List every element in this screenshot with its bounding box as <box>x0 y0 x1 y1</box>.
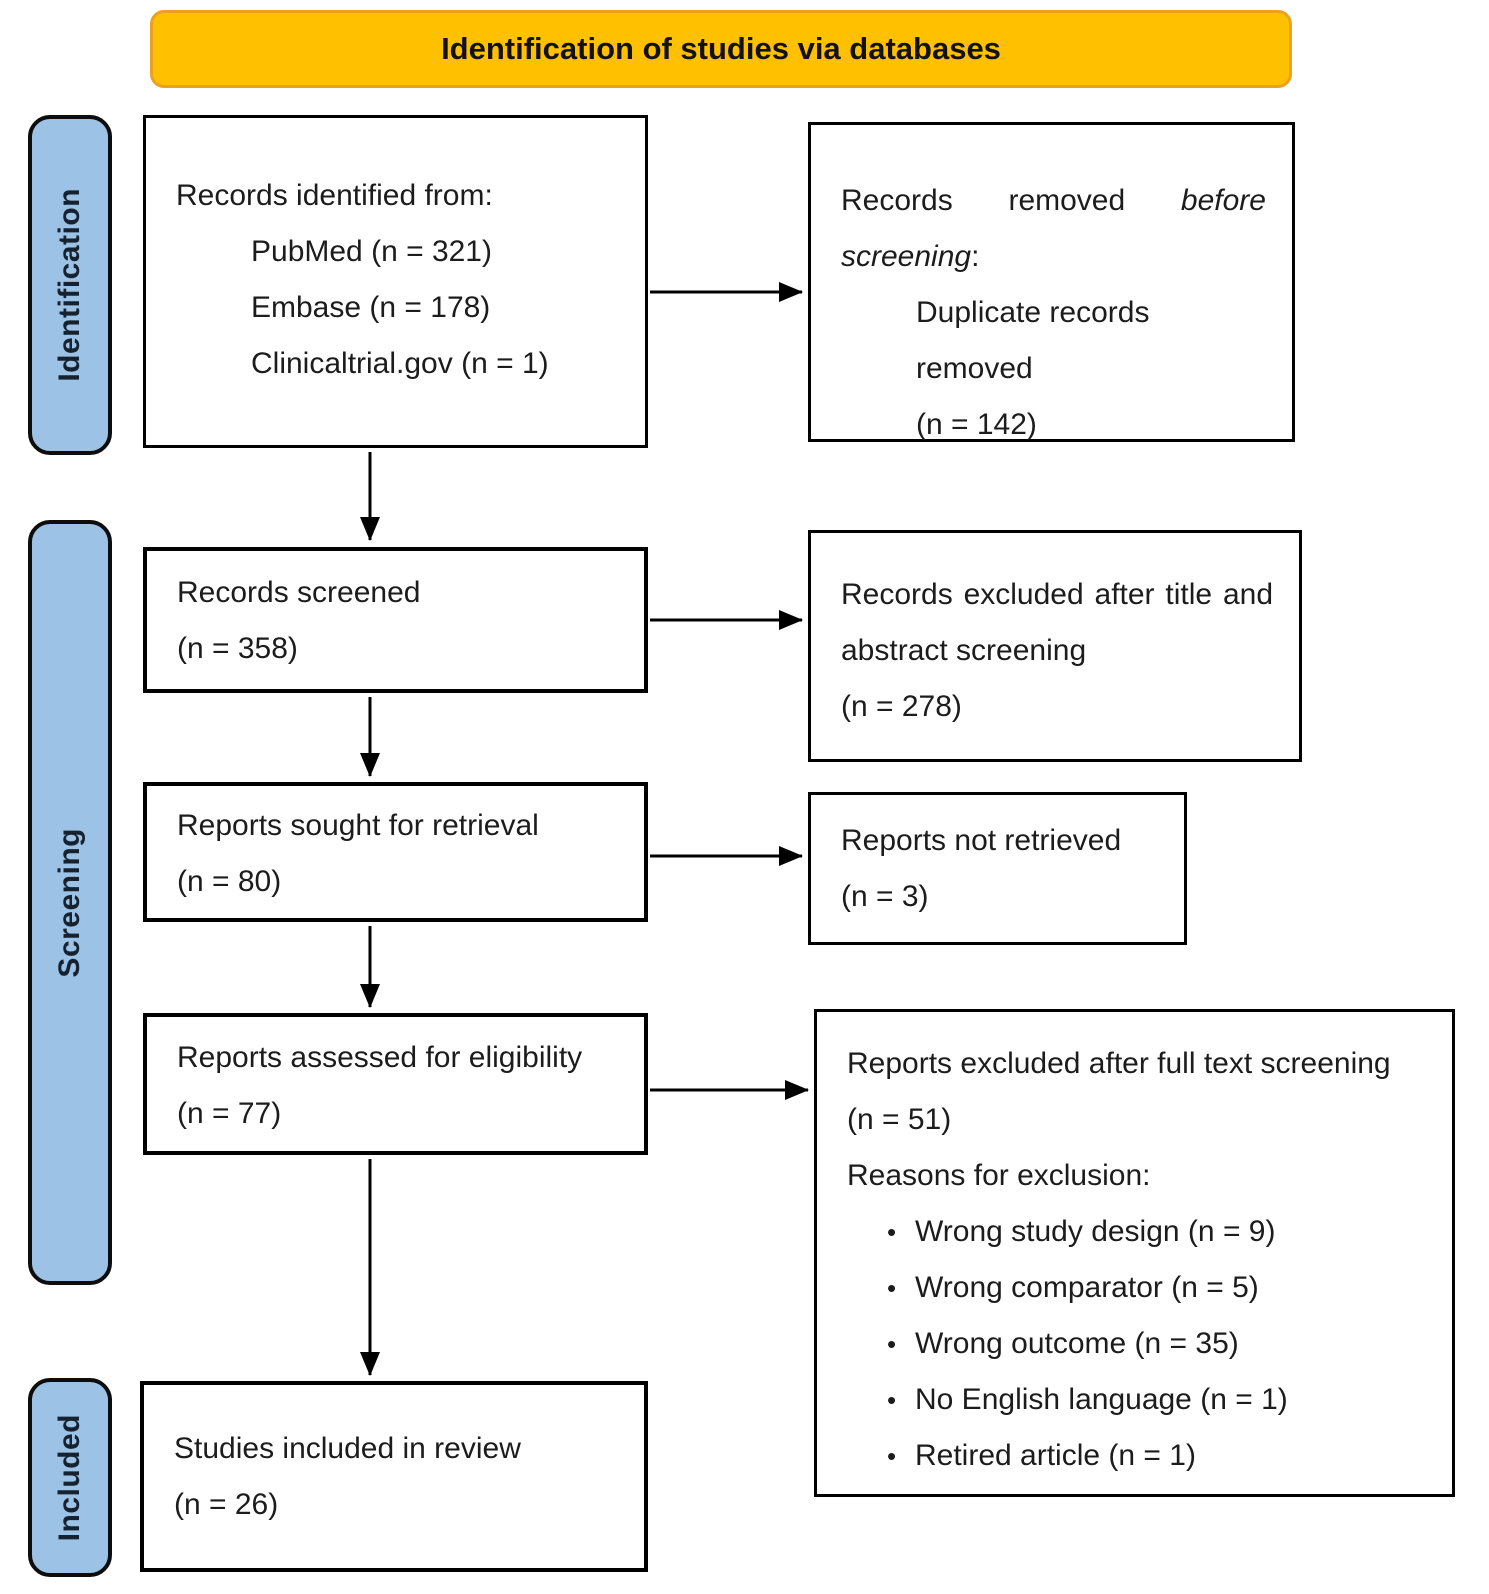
full-text-excluded-count: (n = 51) <box>847 1103 952 1136</box>
reports-not-retrieved-count: (n = 3) <box>841 880 929 913</box>
reports-sought-label: Reports sought for retrieval <box>177 809 539 842</box>
records-removed-colon: : <box>971 240 980 273</box>
studies-included-label: Studies included in review <box>174 1432 521 1465</box>
exclusion-reasons-list: Wrong study design (n = 9) Wrong compara… <box>847 1204 1426 1484</box>
source-embase: Embase (n = 178) <box>251 291 491 324</box>
box-reports-excluded-full-text: Reports excluded after full text screeni… <box>814 1009 1455 1497</box>
source-pubmed: PubMed (n = 321) <box>251 235 492 268</box>
records-removed-italic-screening: screening <box>841 240 972 273</box>
full-text-excluded-label: Reports excluded after full text screeni… <box>847 1047 1391 1080</box>
reasons-heading: Reasons for exclusion: <box>847 1159 1151 1192</box>
banner-title: Identification of studies via databases <box>150 10 1292 88</box>
records-identified-intro: Records identified from: <box>176 179 493 212</box>
records-removed-italic-before: before <box>1180 184 1266 217</box>
duplicates-removed-count: (n = 142) <box>916 408 1037 441</box>
records-screened-count: (n = 358) <box>177 632 298 665</box>
reports-sought-count: (n = 80) <box>177 865 282 898</box>
box-reports-not-retrieved: Reports not retrieved (n = 3) <box>808 792 1187 945</box>
records-removed-line2: screening: <box>841 229 1266 285</box>
box-records-removed: Records removed before screening: Duplic… <box>808 122 1295 442</box>
records-screened-label: Records screened <box>177 576 421 609</box>
records-excluded-line1: Records excluded after title and <box>841 578 1273 611</box>
stage-label-included: Included <box>28 1378 112 1577</box>
reports-assessed-label: Reports assessed for eligibility <box>177 1041 583 1074</box>
reason-wrong-study-design: Wrong study design (n = 9) <box>887 1204 1426 1260</box>
records-excluded-line2: abstract screening <box>841 634 1087 667</box>
box-records-screened: Records screened (n = 358) <box>143 547 648 693</box>
stage-included-text: Included <box>53 1413 86 1542</box>
box-records-excluded-title-abstract: Records excluded after title and abstrac… <box>808 530 1302 762</box>
reports-assessed-count: (n = 77) <box>177 1097 282 1130</box>
banner-title-text: Identification of studies via databases <box>441 31 1001 66</box>
stage-label-identification: Identification <box>28 115 112 455</box>
studies-included-count: (n = 26) <box>174 1488 279 1521</box>
reason-retired-article: Retired article (n = 1) <box>887 1428 1426 1484</box>
reports-not-retrieved-label: Reports not retrieved <box>841 824 1122 857</box>
duplicates-removed-label: Duplicate records removed <box>916 296 1150 385</box>
box-reports-assessed: Reports assessed for eligibility (n = 77… <box>143 1013 648 1155</box>
stage-screening-text: Screening <box>53 827 86 978</box>
records-excluded-count: (n = 278) <box>841 690 962 723</box>
reason-wrong-comparator: Wrong comparator (n = 5) <box>887 1260 1426 1316</box>
reason-no-english: No English language (n = 1) <box>887 1372 1426 1428</box>
stage-label-screening: Screening <box>28 520 112 1285</box>
source-clinicaltrial: Clinicaltrial.gov (n = 1) <box>251 347 549 380</box>
box-studies-included: Studies included in review (n = 26) <box>140 1381 648 1572</box>
records-removed-prefix: Records removed <box>841 184 1181 217</box>
records-removed-line1: Records removed before <box>841 173 1266 229</box>
stage-identification-text: Identification <box>53 188 86 382</box>
reason-wrong-outcome: Wrong outcome (n = 35) <box>887 1316 1426 1372</box>
box-reports-sought: Reports sought for retrieval (n = 80) <box>143 782 648 922</box>
box-records-identified: Records identified from: PubMed (n = 321… <box>143 115 648 448</box>
